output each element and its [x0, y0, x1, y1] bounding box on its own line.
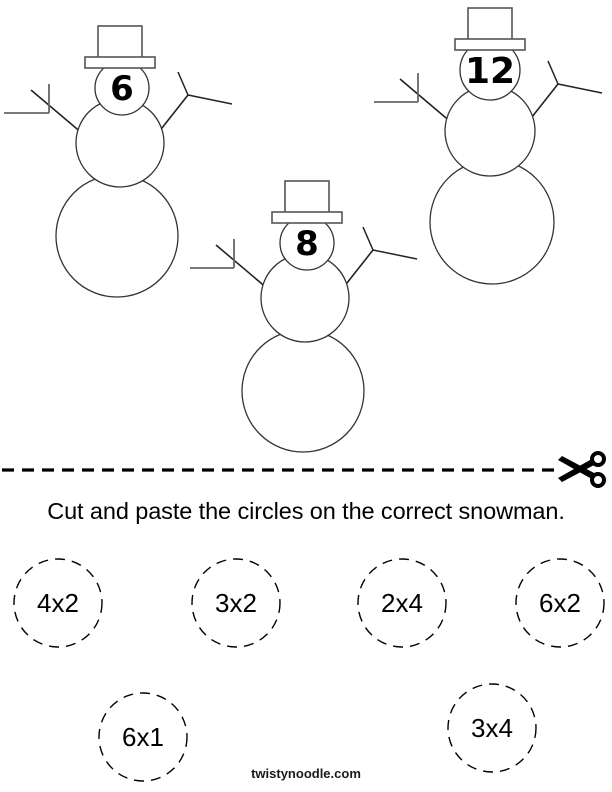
- cut-out-circle-2x4[interactable]: 2x4: [357, 558, 447, 648]
- hat-crown: [284, 180, 330, 214]
- hat-brim: [454, 38, 526, 51]
- hat-crown: [97, 25, 143, 59]
- cut-out-label: 4x2: [37, 588, 79, 618]
- snowman-8-bottom-ball: [241, 329, 365, 453]
- snowman-6-arm-right: [157, 71, 233, 134]
- cut-outline: [515, 558, 605, 648]
- scissors-blade-upper: [558, 460, 596, 482]
- snowman-8: 8: [190, 180, 418, 453]
- hat-brim: [84, 56, 156, 69]
- cut-outline: [98, 692, 188, 782]
- arm-branch-main: [157, 94, 189, 134]
- snowman-6: 6: [4, 25, 233, 298]
- cut-out-circle-6x2[interactable]: 6x2: [515, 558, 605, 648]
- cut-out-circle-3x4[interactable]: 3x4: [447, 683, 537, 773]
- arm-branch-main: [527, 83, 559, 123]
- arm-branch-main: [399, 78, 453, 124]
- scissors-handle-lower: [590, 472, 606, 488]
- snowman-8-arm-left: [190, 239, 269, 290]
- cut-out-circle-4x2[interactable]: 4x2: [13, 558, 103, 648]
- arm-twig-up: [177, 71, 189, 96]
- cut-outline: [191, 558, 281, 648]
- hat-brim: [271, 211, 343, 224]
- arm-twig-out: [372, 249, 418, 260]
- scissors-handle-upper: [590, 451, 606, 467]
- snowman-8-number: 8: [295, 224, 319, 264]
- cut-out-label: 6x2: [539, 588, 581, 618]
- instruction-text: Cut and paste the circles on the correct…: [47, 498, 565, 524]
- snowman-12-arm-right: [527, 60, 603, 123]
- footer-credit: twistynoodle.com: [251, 766, 361, 781]
- snowman-8-hat: [271, 180, 343, 224]
- cut-out-label: 6x1: [122, 722, 164, 752]
- cut-outline: [357, 558, 447, 648]
- cut-out-circle-6x1[interactable]: 6x1: [98, 692, 188, 782]
- snowman-12-hat: [454, 7, 526, 51]
- arm-twig-out: [557, 83, 603, 94]
- arm-branch-main: [30, 89, 84, 135]
- cut-out-label: 2x4: [381, 588, 423, 618]
- cut-out-circle-3x2[interactable]: 3x2: [191, 558, 281, 648]
- snowman-6-number: 6: [110, 69, 134, 109]
- cut-outline: [13, 558, 103, 648]
- snowman-8-arm-right: [342, 226, 418, 289]
- arm-branch-main: [342, 249, 374, 289]
- arm-twig-out: [187, 94, 233, 105]
- cut-outline: [447, 683, 537, 773]
- arm-twig-up: [362, 226, 374, 251]
- scissors-pivot: [578, 467, 582, 471]
- snowman-12-arm-left: [374, 73, 453, 124]
- cut-out-label: 3x2: [215, 588, 257, 618]
- snowman-12-bottom-ball: [429, 159, 555, 285]
- cut-out-circle-group: 4x2 3x2 2x4 6x2 6x1 3x4: [13, 558, 605, 782]
- scissors-blade-lower: [558, 456, 596, 478]
- snowman-6-hat: [84, 25, 156, 69]
- scissors-icon: [558, 451, 606, 488]
- snowman-6-bottom-ball: [55, 174, 179, 298]
- snowman-6-arm-left: [4, 84, 84, 135]
- cut-out-label: 3x4: [471, 713, 513, 743]
- snowman-12: 12: [374, 7, 603, 285]
- arm-branch-main: [215, 244, 269, 290]
- hat-crown: [467, 7, 513, 41]
- snowman-12-number: 12: [465, 51, 515, 92]
- arm-twig-up: [547, 60, 559, 85]
